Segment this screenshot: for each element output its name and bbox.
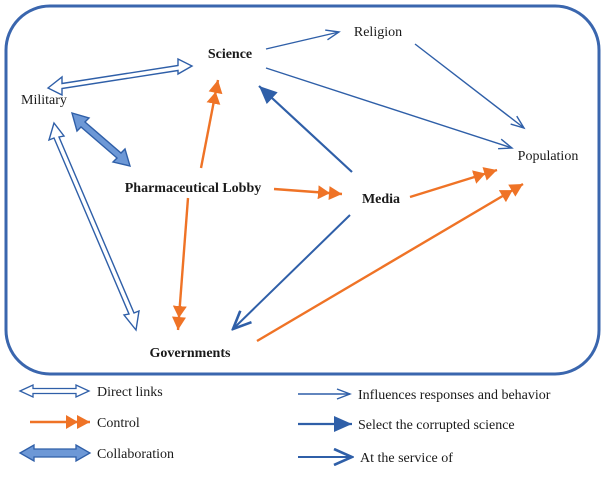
direct-link-military-science [46, 57, 194, 97]
node-pharmaceutical-lobby: Pharmaceutical Lobby [125, 181, 262, 196]
node-governments: Governments [150, 346, 231, 361]
legend-collaboration-label: Collaboration [97, 447, 174, 462]
legend-influences-label: Influences responses and behavior [358, 388, 551, 403]
influence-religion-population [414, 43, 526, 130]
select-media-science [258, 85, 353, 173]
legend-direct-links-swatch [18, 383, 91, 399]
node-population: Population [518, 149, 579, 164]
node-military: Military [21, 93, 67, 108]
diagram-frame [4, 4, 601, 376]
legend-service-label: At the service of [360, 451, 453, 466]
direct-link-military-governments [47, 121, 140, 332]
influence-science-population [265, 67, 514, 150]
service-media-governments [233, 214, 351, 329]
control-pharma-science [199, 79, 223, 169]
node-religion: Religion [354, 25, 402, 40]
collaboration-military-pharma [70, 111, 132, 167]
legend-select-label: Select the corrupted science [358, 418, 515, 433]
legend-collaboration-swatch [18, 443, 92, 463]
legend-control-label: Control [97, 416, 140, 431]
legend-direct-links-label: Direct links [97, 385, 163, 400]
control-governments-population [256, 182, 524, 343]
legend: Direct links Control Collaboration Influ… [18, 383, 551, 466]
node-media: Media [362, 192, 400, 207]
influence-science-religion [265, 29, 341, 50]
control-pharma-media [273, 185, 343, 201]
control-media-population [409, 167, 498, 199]
node-science: Science [208, 47, 252, 62]
control-pharma-governments [172, 197, 190, 331]
